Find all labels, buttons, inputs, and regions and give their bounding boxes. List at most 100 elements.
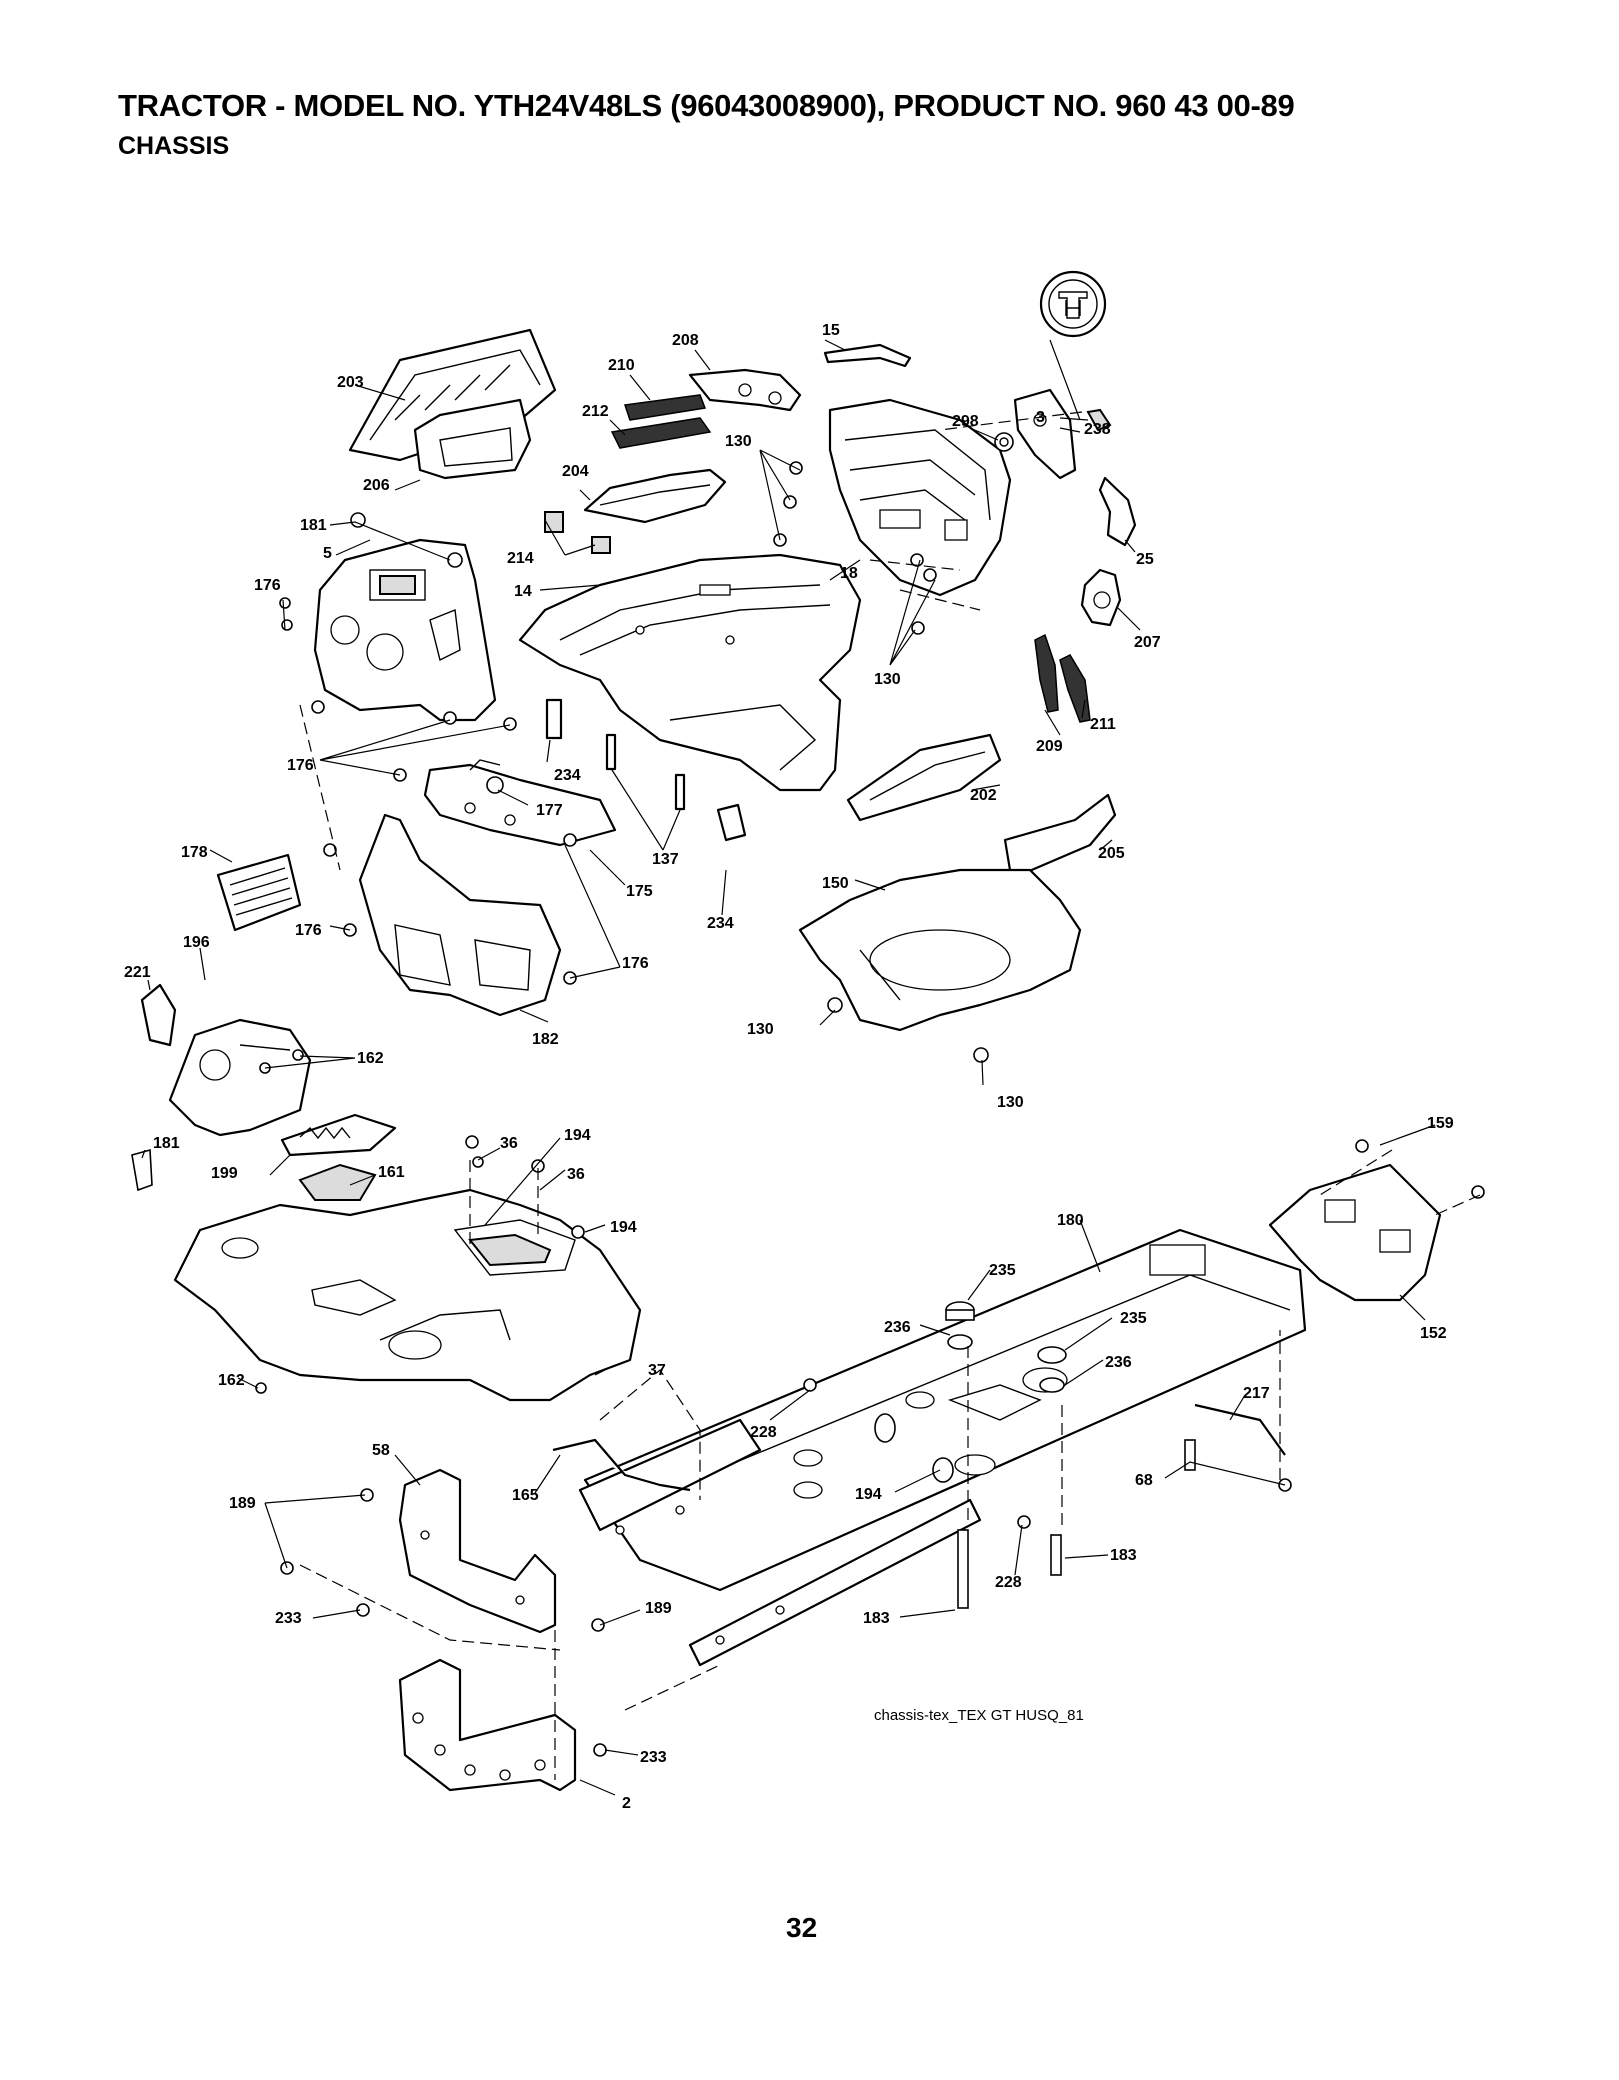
callout-207: 207 <box>1134 634 1161 651</box>
page-title: TRACTOR - MODEL NO. YTH24V48LS (96043008… <box>118 88 1295 123</box>
callout-214: 214 <box>507 550 534 567</box>
diagram-caption: chassis-tex_TEX GT HUSQ_81 <box>874 1707 1084 1724</box>
callout-labels: 208 15 210 203 212 130 3 298 238 206 204… <box>124 322 1454 1812</box>
callout-189-right: 189 <box>645 1600 672 1617</box>
fasteners <box>131 461 1485 1757</box>
bracket-2 <box>398 1658 577 1792</box>
callout-58: 58 <box>372 1442 390 1459</box>
callout-2: 2 <box>622 1795 631 1812</box>
trim-161 <box>298 1163 377 1201</box>
callout-178: 178 <box>181 844 208 861</box>
grille-insert-210 <box>624 394 707 421</box>
callout-177: 177 <box>536 802 563 819</box>
callout-130-pan-bottom: 130 <box>997 1094 1024 1111</box>
clip-177 <box>486 776 504 794</box>
callout-210: 210 <box>608 357 635 374</box>
callout-233-right: 233 <box>640 1749 667 1766</box>
callout-217: 217 <box>1243 1385 1270 1402</box>
callout-194-top: 194 <box>564 1127 591 1144</box>
grille-insert-212 <box>610 417 712 449</box>
seal-strip-137 <box>605 733 686 811</box>
bumper-205 <box>1003 793 1117 877</box>
callout-176-dash: 176 <box>287 757 314 774</box>
callout-183-right: 183 <box>1110 1547 1137 1564</box>
callout-199: 199 <box>211 1165 238 1182</box>
bushing-298 <box>994 432 1014 452</box>
vent-grille-178 <box>216 853 302 932</box>
callout-196: 196 <box>183 934 210 951</box>
callout-162-lower: 162 <box>218 1372 245 1389</box>
callout-202: 202 <box>970 787 997 804</box>
callout-228-lower: 228 <box>995 1574 1022 1591</box>
badge-holder-238 <box>1013 388 1077 480</box>
floor-pan-150 <box>798 868 1082 1032</box>
callout-206: 206 <box>363 477 390 494</box>
pad-234 <box>545 698 747 842</box>
callout-233-left: 233 <box>275 1610 302 1627</box>
callout-165: 165 <box>512 1487 539 1504</box>
callout-180: 180 <box>1057 1212 1084 1229</box>
lamp-housing-207 <box>1080 568 1122 627</box>
callout-3: 3 <box>1036 409 1045 426</box>
callout-204: 204 <box>562 463 589 480</box>
callout-181-upper: 181 <box>300 517 327 534</box>
callout-212: 212 <box>582 403 609 420</box>
frame-180 <box>583 1228 1307 1592</box>
callout-175: 175 <box>626 883 653 900</box>
callout-194-right: 194 <box>610 1219 637 1236</box>
callout-236-right: 236 <box>1105 1354 1132 1371</box>
callout-15: 15 <box>822 322 840 339</box>
callout-159: 159 <box>1427 1115 1454 1132</box>
leader-lines <box>141 339 1436 1796</box>
callout-189-left: 189 <box>229 1495 256 1512</box>
callout-137: 137 <box>652 851 679 868</box>
fender-37 <box>173 1188 642 1402</box>
rear-plate-152 <box>1268 1163 1442 1302</box>
callout-194-frame: 194 <box>855 1486 882 1503</box>
grille-strip-211 <box>1059 654 1091 723</box>
callout-234-lower: 234 <box>707 915 734 932</box>
callout-236-left: 236 <box>884 1319 911 1336</box>
callout-130-mid: 130 <box>874 671 901 688</box>
husqvarna-crown-logo <box>1039 270 1107 421</box>
callout-161: 161 <box>378 1164 405 1181</box>
hood-insert-204 <box>583 468 727 524</box>
callout-36-right: 36 <box>567 1166 585 1183</box>
callout-209: 209 <box>1036 738 1063 755</box>
washer-194 <box>874 1413 954 1483</box>
trim-208 <box>688 368 802 412</box>
callout-152: 152 <box>1420 1325 1447 1342</box>
callout-235-left: 235 <box>989 1262 1016 1279</box>
dash-panel-5 <box>313 538 497 722</box>
callout-5: 5 <box>323 545 332 562</box>
hood-14 <box>518 553 862 792</box>
callout-18: 18 <box>840 565 858 582</box>
hood-nose-18 <box>828 398 1012 597</box>
callout-298: 298 <box>952 413 979 430</box>
bushing-235 <box>945 1301 1067 1364</box>
callout-181-lower: 181 <box>153 1135 180 1152</box>
callout-234-upper: 234 <box>554 767 581 784</box>
callout-238: 238 <box>1084 421 1111 438</box>
frame-side-rail <box>578 1418 982 1667</box>
page-number: 32 <box>786 1912 818 1943</box>
callout-130-upper: 130 <box>725 433 752 450</box>
callout-36-left: 36 <box>500 1135 518 1152</box>
callout-130-pan-left: 130 <box>747 1021 774 1038</box>
callout-228-upper: 228 <box>750 1424 777 1441</box>
console-196 <box>168 1018 312 1137</box>
callout-37: 37 <box>648 1362 666 1379</box>
callout-176-lower-right: 176 <box>622 955 649 972</box>
rod-217 <box>1194 1403 1286 1456</box>
logo-emblem-3 <box>1086 408 1112 432</box>
section-subtitle: CHASSIS <box>118 132 230 160</box>
alignment-lines <box>299 411 1481 1780</box>
dash-bracket-175 <box>423 759 617 847</box>
lens-25 <box>1098 476 1137 547</box>
bumper-trim-202 <box>846 733 1002 822</box>
dash-lower-182 <box>358 813 562 1017</box>
callout-208: 208 <box>672 332 699 349</box>
callout-211: 211 <box>1090 716 1116 733</box>
callout-176-upper: 176 <box>254 577 281 594</box>
